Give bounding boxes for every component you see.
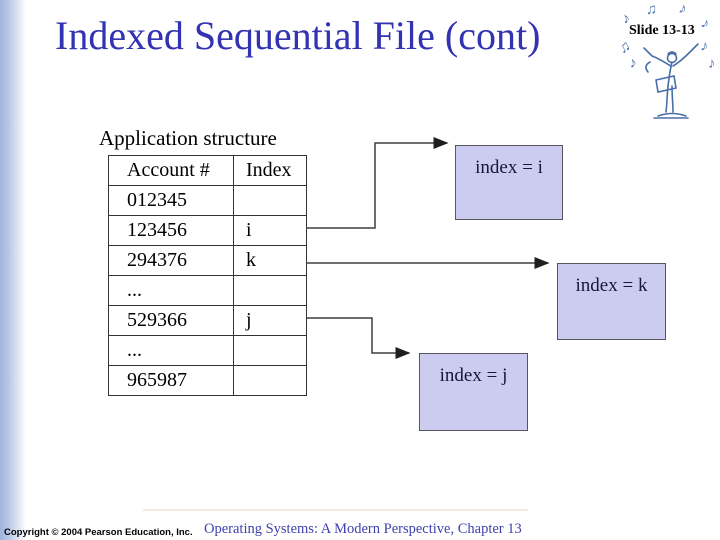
table-row: 529366 j bbox=[108, 305, 307, 336]
slide-number-badge: Slide 13-13 bbox=[629, 23, 695, 38]
table-row: ... bbox=[108, 335, 307, 366]
account-cell: ... bbox=[108, 335, 234, 366]
arrow-to-index-j bbox=[306, 317, 411, 359]
index-cell: k bbox=[233, 245, 307, 276]
table-row: 294376 k bbox=[108, 245, 307, 276]
table-row: 012345 bbox=[108, 185, 307, 216]
column-header-index: Index bbox=[233, 155, 307, 186]
section-label: Application structure bbox=[99, 126, 277, 150]
left-accent-bar bbox=[0, 0, 26, 540]
index-cell: i bbox=[233, 215, 307, 246]
conductor-figure-icon bbox=[643, 43, 699, 119]
page-title: Indexed Sequential File (cont) bbox=[55, 13, 541, 58]
conductor-icon: ♪ ♫ ♪ ♪ ♫ ♪ ♪ ♪ bbox=[616, 0, 716, 119]
table-row: 123456 i bbox=[108, 215, 307, 246]
index-box-j: index = j bbox=[419, 353, 528, 431]
account-cell: 123456 bbox=[108, 215, 234, 246]
index-cell bbox=[233, 185, 307, 216]
svg-text:♫: ♫ bbox=[646, 2, 657, 18]
copyright-text: Copyright © 2004 Pearson Education, Inc. bbox=[4, 527, 193, 538]
account-index-table: Account # Index 012345 123456 i 294376 k… bbox=[108, 155, 307, 396]
svg-text:♪: ♪ bbox=[698, 15, 712, 33]
index-cell bbox=[233, 335, 307, 366]
account-cell: 965987 bbox=[108, 365, 234, 396]
table-header-row: Account # Index bbox=[108, 155, 307, 186]
index-cell bbox=[233, 365, 307, 396]
footer-divider bbox=[143, 509, 528, 511]
column-header-account: Account # bbox=[108, 155, 234, 186]
index-cell: j bbox=[233, 305, 307, 336]
svg-text:♪: ♪ bbox=[628, 55, 638, 72]
account-cell: 294376 bbox=[108, 245, 234, 276]
svg-text:♪: ♪ bbox=[699, 38, 709, 55]
music-notes-icon: ♪ ♫ ♪ ♪ ♫ ♪ ♪ ♪ bbox=[616, 0, 716, 72]
svg-text:♪: ♪ bbox=[677, 0, 688, 17]
conductor-clipart-icon: ♪ ♫ ♪ ♪ ♫ ♪ ♪ ♪ bbox=[616, 0, 720, 132]
index-box-i: index = i bbox=[455, 145, 563, 220]
table-row: ... bbox=[108, 275, 307, 306]
account-cell: ... bbox=[108, 275, 234, 306]
account-cell: 012345 bbox=[108, 185, 234, 216]
account-cell: 529366 bbox=[108, 305, 234, 336]
svg-text:♪: ♪ bbox=[708, 56, 716, 72]
index-cell bbox=[233, 275, 307, 306]
footer-book-title: Operating Systems: A Modern Perspective,… bbox=[204, 521, 522, 537]
index-box-k: index = k bbox=[557, 263, 666, 340]
arrow-to-index-i bbox=[306, 137, 449, 229]
table-row: 965987 bbox=[108, 365, 307, 396]
